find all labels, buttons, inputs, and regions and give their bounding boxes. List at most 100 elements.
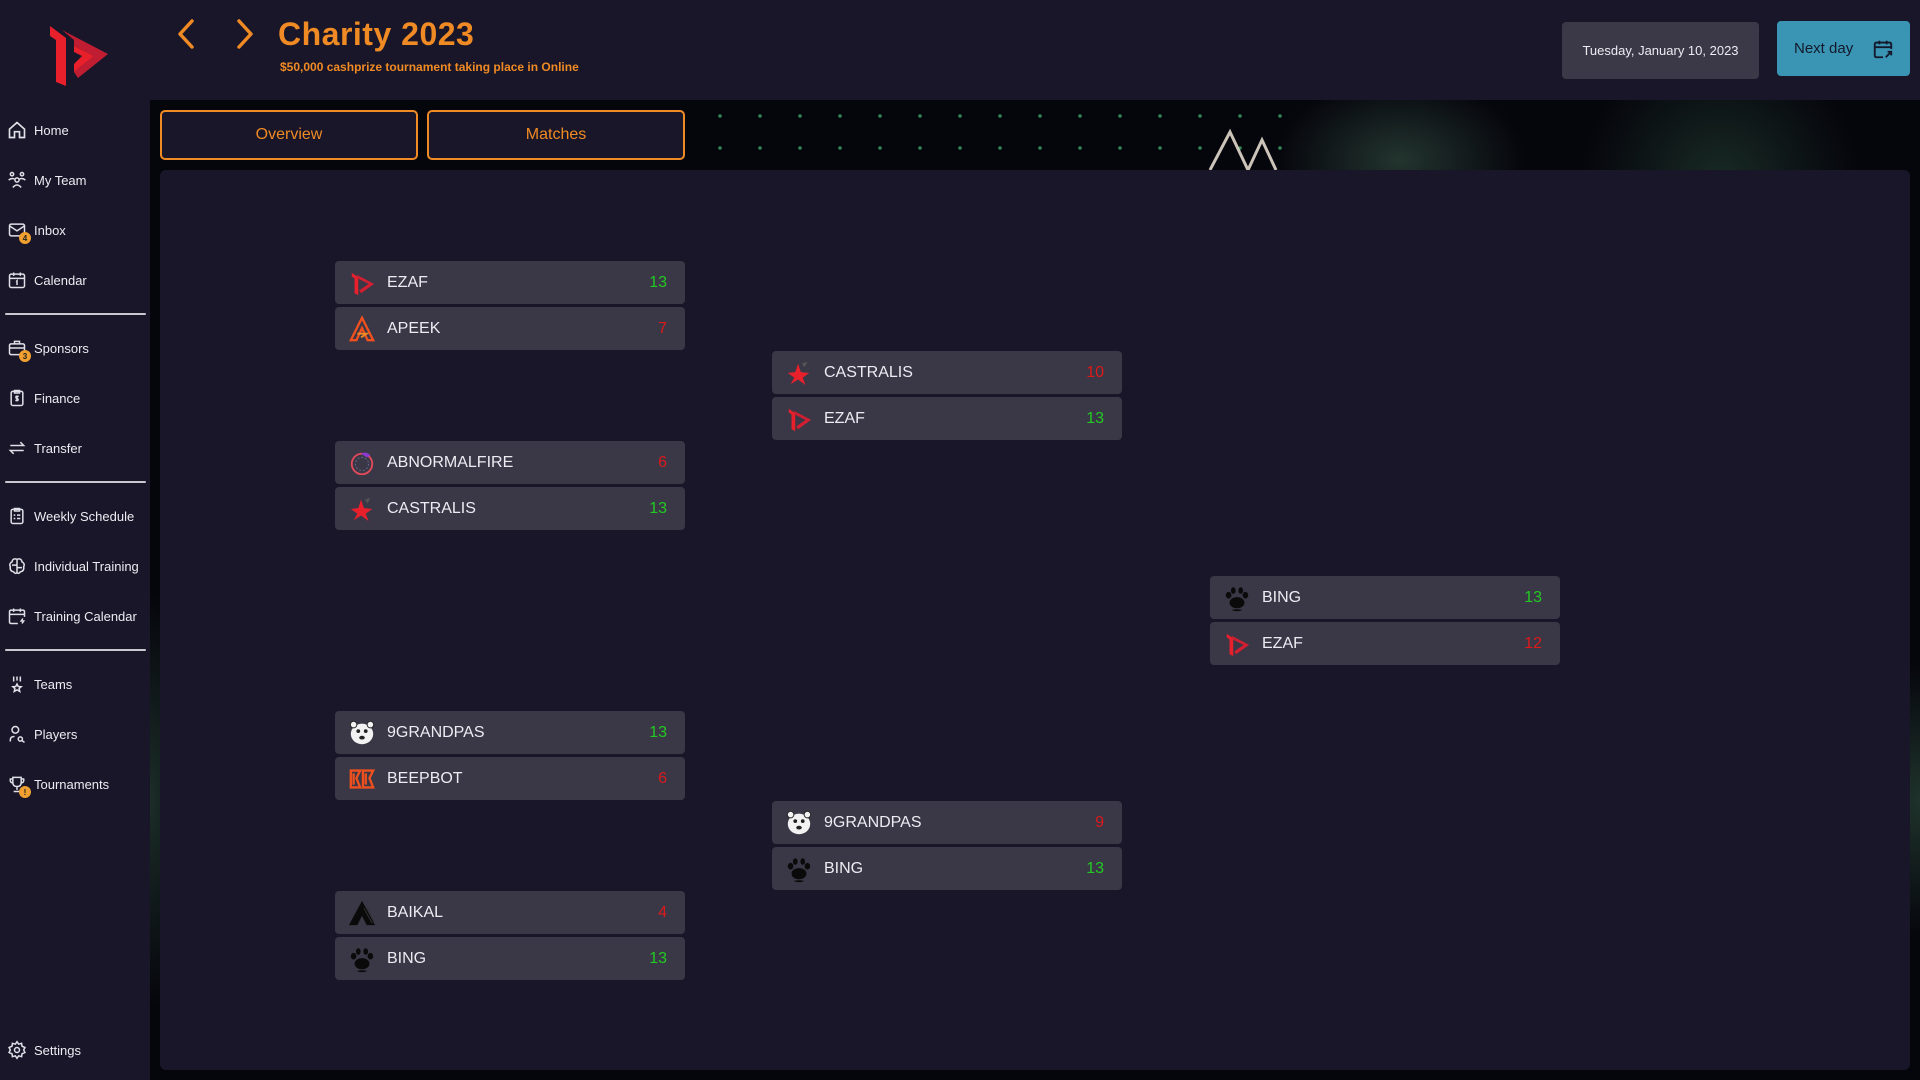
tab-label: Overview [255, 126, 323, 143]
apeek-logo-icon [347, 314, 377, 344]
bing-logo-icon [1222, 583, 1252, 613]
team-score: 13 [1086, 409, 1104, 427]
gear-icon [6, 1039, 28, 1061]
team-name: BING [387, 949, 427, 967]
tab-overview[interactable]: Overview [160, 110, 418, 160]
team-name: EZAF [1262, 634, 1303, 652]
team-name: EZAF [824, 409, 865, 427]
sidebar-item-label: Tournaments [34, 776, 110, 792]
transfer-icon [6, 437, 28, 459]
bracket-match-r1-m1[interactable]: EZAF 13 APEEK 7 [335, 261, 685, 353]
sidebar-item-teams[interactable]: Teams [6, 669, 146, 699]
team-row[interactable]: 9GRANDPAS 13 [335, 711, 685, 754]
home-icon [6, 119, 28, 141]
team-score: 13 [649, 723, 667, 741]
sidebar-item-players[interactable]: Players [6, 719, 146, 749]
calendar-bolt-icon [6, 605, 28, 627]
sidebar-item-training-calendar[interactable]: Training Calendar [6, 601, 146, 631]
sidebar-item-weekly-schedule[interactable]: Weekly Schedule [6, 501, 146, 531]
team-name: EZAF [387, 273, 428, 291]
sidebar-item-transfer[interactable]: Transfer [6, 433, 146, 463]
chevron-right-icon [237, 19, 253, 49]
sidebar-item-label: Finance [34, 390, 81, 406]
bracket-match-final[interactable]: BING 13 EZAF 12 [1210, 576, 1560, 668]
team-name: APEEK [387, 319, 441, 337]
team-row[interactable]: CASTRALIS 10 [772, 351, 1122, 394]
sidebar-item-inbox[interactable]: 4 Inbox [6, 215, 146, 245]
bing-logo-icon [784, 854, 814, 884]
team-name: ABNORMALFIRE [387, 453, 514, 471]
sponsors-badge: 3 [19, 350, 31, 362]
sidebar-divider [5, 313, 146, 315]
inbox-icon: 4 [6, 219, 31, 244]
bracket-match-r1-m2[interactable]: ABNORMALFIRE 6 CASTRALIS 13 [335, 441, 685, 533]
ezaf-logo-icon [1222, 629, 1252, 659]
ezaf-logo-icon [347, 268, 377, 298]
team-score: 12 [1524, 634, 1542, 652]
sidebar-item-sponsors[interactable]: 3 Sponsors [6, 333, 146, 363]
team-row[interactable]: BING 13 [335, 937, 685, 980]
team-score: 10 [1086, 363, 1104, 381]
team-score: 13 [1086, 859, 1104, 877]
tournaments-badge: ! [19, 786, 31, 798]
sidebar-item-label: Weekly Schedule [34, 508, 135, 524]
team-score: 13 [1524, 588, 1542, 606]
team-name: BAIKAL [387, 903, 444, 921]
team-row[interactable]: BING 13 [1210, 576, 1560, 619]
sidebar-item-home[interactable]: Home [6, 115, 146, 145]
sidebar-item-my-team[interactable]: My Team [6, 165, 146, 195]
sidebar-item-calendar[interactable]: Calendar [6, 265, 146, 295]
page-subtitle: $50,000 cashprize tournament taking plac… [280, 60, 579, 74]
team-row[interactable]: EZAF 12 [1210, 622, 1560, 665]
team-row[interactable]: BING 13 [772, 847, 1122, 890]
team-name: 9GRANDPAS [387, 723, 485, 741]
sidebar-item-label: Training Calendar [34, 608, 137, 624]
bracket-match-r2-m2[interactable]: 9GRANDPAS 9 BING 13 [772, 801, 1122, 893]
next-tournament-button[interactable] [230, 16, 260, 52]
bracket-match-r2-m1[interactable]: CASTRALIS 10 EZAF 13 [772, 351, 1122, 443]
team-icon [6, 169, 28, 191]
team-row[interactable]: ABNORMALFIRE 6 [335, 441, 685, 484]
castralis-logo-icon [347, 494, 377, 524]
team-score: 13 [649, 273, 667, 291]
ezaf-logo-icon [784, 404, 814, 434]
team-name: BING [824, 859, 864, 877]
current-date: Tuesday, January 10, 2023 [1562, 22, 1759, 79]
next-day-button[interactable]: Next day [1777, 21, 1910, 76]
team-row[interactable]: APEEK 7 [335, 307, 685, 350]
team-score: 4 [658, 903, 667, 921]
previous-tournament-button[interactable] [171, 16, 201, 52]
team-name: CASTRALIS [387, 499, 476, 517]
sidebar-item-label: Teams [34, 676, 73, 692]
briefcase-icon: 3 [6, 337, 31, 362]
team-row[interactable]: 9GRANDPAS 9 [772, 801, 1122, 844]
9grandpas-logo-icon [784, 808, 814, 838]
sidebar-item-label: Settings [34, 1042, 81, 1058]
medal-icon [6, 673, 28, 695]
brain-icon [6, 555, 28, 577]
tab-matches[interactable]: Matches [427, 110, 685, 160]
decorative-peaks [1208, 128, 1278, 170]
team-row[interactable]: BEEPBOT 6 [335, 757, 685, 800]
sidebar-item-finance[interactable]: Finance [6, 383, 146, 413]
team-name: 9GRANDPAS [824, 813, 922, 831]
team-score: 7 [658, 319, 667, 337]
sidebar-item-label: My Team [34, 172, 87, 188]
bracket-match-r1-m3[interactable]: 9GRANDPAS 13 BEEPBOT 6 [335, 711, 685, 803]
sidebar-item-settings[interactable]: Settings [6, 1035, 146, 1065]
trophy-icon: ! [6, 773, 31, 798]
calendar-icon [6, 269, 28, 291]
bracket-match-r1-m4[interactable]: BAIKAL 4 BING 13 [335, 891, 685, 983]
inbox-badge: 4 [19, 232, 31, 244]
team-row[interactable]: EZAF 13 [335, 261, 685, 304]
app-logo[interactable] [48, 20, 110, 88]
team-score: 13 [649, 499, 667, 517]
9grandpas-logo-icon [347, 718, 377, 748]
sidebar-item-individual-training[interactable]: Individual Training [6, 551, 146, 581]
team-score: 6 [658, 769, 667, 787]
sidebar-item-label: Players [34, 726, 78, 742]
sidebar-item-tournaments[interactable]: ! Tournaments [6, 769, 146, 799]
team-row[interactable]: EZAF 13 [772, 397, 1122, 440]
team-row[interactable]: CASTRALIS 13 [335, 487, 685, 530]
team-row[interactable]: BAIKAL 4 [335, 891, 685, 934]
